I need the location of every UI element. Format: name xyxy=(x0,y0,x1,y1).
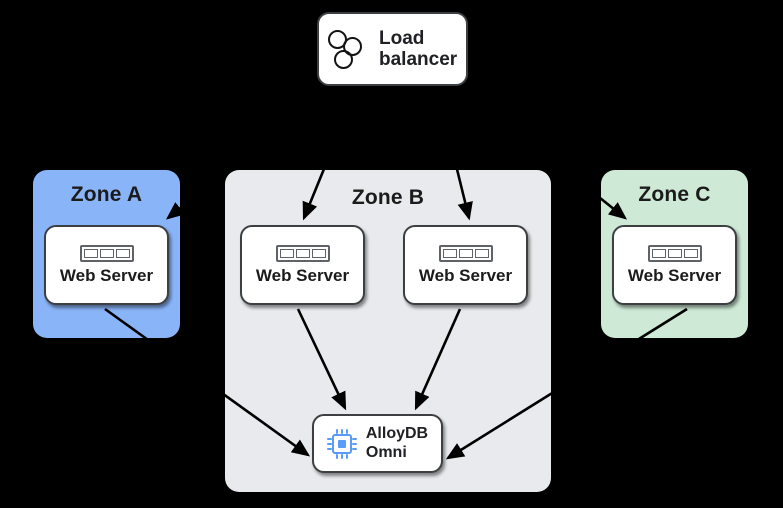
web-server-label: Web Server xyxy=(627,265,722,285)
web-server-node-zone-b-1[interactable]: Web Server xyxy=(240,225,365,305)
alloydb-label-line2: Omni xyxy=(365,443,407,461)
web-server-node-zone-a[interactable]: Web Server xyxy=(44,225,169,305)
server-rack-icon xyxy=(79,244,134,262)
web-server-label: Web Server xyxy=(59,265,154,285)
web-server-node-zone-c[interactable]: Web Server xyxy=(612,225,737,305)
load-balancer-circles-icon xyxy=(328,29,368,69)
zone-a-label: Zone A xyxy=(70,183,143,206)
zone-b-label: Zone B xyxy=(351,186,425,209)
alloydb-label-line1: AlloyDB xyxy=(365,425,429,443)
load-balancer-label: Load balancer xyxy=(379,28,457,71)
load-balancer-node[interactable]: Load balancer xyxy=(317,12,468,86)
load-balancer-label-line2: balancer xyxy=(379,49,458,70)
alloydb-omni-node[interactable]: AlloyDB Omni xyxy=(312,414,443,473)
load-balancer-label-line1: Load xyxy=(379,27,425,49)
server-rack-icon xyxy=(438,244,493,262)
zone-c-label: Zone C xyxy=(638,183,711,206)
alloydb-omni-label: AlloyDB Omni xyxy=(366,425,428,461)
server-rack-icon xyxy=(647,244,702,262)
cpu-chip-icon xyxy=(326,428,357,459)
server-rack-icon xyxy=(275,244,330,262)
web-server-node-zone-b-2[interactable]: Web Server xyxy=(403,225,528,305)
web-server-label: Web Server xyxy=(418,265,513,285)
web-server-label: Web Server xyxy=(255,265,350,285)
